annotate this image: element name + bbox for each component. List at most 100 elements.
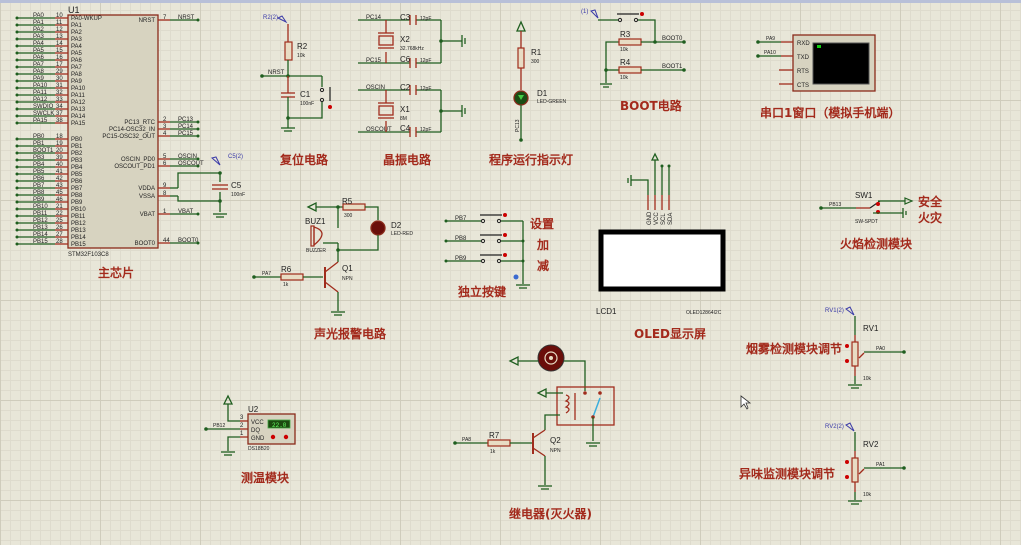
terminal-screen[interactable]	[812, 42, 870, 85]
r7-resistor[interactable]	[487, 439, 511, 447]
buzzer-icon[interactable]	[313, 226, 323, 247]
temp-down-button[interactable]	[270, 434, 276, 440]
net-oscin: OSCIN	[366, 85, 385, 91]
crystal-circuit[interactable]: PC14 PC15 OSCIN OSCOUT C3 12pF X2 32.768…	[358, 13, 466, 167]
key-label-minus: 减	[537, 258, 549, 273]
pin-number: 17	[56, 62, 63, 68]
push-button-pb9[interactable]: PB9	[444, 253, 525, 264]
temperature-sensor[interactable]: 22.0 VCC DQ GND 3 2 1 U2 DS18B20 PB12 测温…	[204, 394, 296, 485]
led-indicator-circuit[interactable]: R1 300 D1 LED-GREEN PC13 程序运行指示灯	[489, 20, 573, 167]
smoke-potentiometer[interactable]: RV1(2) RV1 10k PA0 烟雾检测模块调节	[746, 306, 906, 389]
pin-net-label: PA0	[33, 13, 45, 19]
uart-terminal[interactable]: PA9 PA10 RXD TXD RTS CTS 串口1窗口（模拟手机端）	[756, 34, 900, 120]
oled-screen[interactable]	[598, 229, 726, 292]
oled-display[interactable]: GND VCC SCL SDA LCD1 OLED12864I2C OLED显示…	[596, 152, 726, 341]
pin-net-label: OSCIN	[178, 154, 197, 160]
pin-name: PB5	[71, 172, 83, 178]
c1-ref: C1	[300, 90, 311, 99]
r1-resistor[interactable]	[517, 47, 525, 69]
rv2-body[interactable]	[851, 457, 859, 483]
r2-resistor[interactable]	[284, 41, 293, 61]
flame-net: PB13	[829, 202, 841, 208]
relay-body[interactable]	[556, 386, 615, 426]
rv1-body[interactable]	[851, 341, 859, 367]
u2-part: DS18B20	[248, 446, 270, 452]
pin-name: PA9	[71, 79, 83, 85]
pin-name: PA10	[71, 86, 86, 92]
relay-circuit[interactable]: PA8 R7 1k Q2 NPN 继电器(灭火器)	[453, 344, 615, 521]
odor-potentiometer[interactable]: RV2(2) RV2 10k PA1 异味监测模块调节	[739, 422, 906, 505]
pin-name: PB1	[71, 144, 83, 150]
pin-name: PA3	[71, 37, 83, 43]
temp-up-button[interactable]	[283, 434, 289, 440]
oled-pin-scl: SCL	[661, 213, 667, 225]
alarm-circuit[interactable]: R5 300 D2 LED-RED BUZ1 BUZZER R6 1k Q1 N…	[252, 197, 413, 341]
key-net: PB7	[455, 216, 467, 222]
r4-resistor[interactable]	[618, 66, 642, 74]
boot-caption: BOOT电路	[620, 98, 683, 113]
uart-tx-net: PA10	[764, 50, 776, 56]
r6-resistor[interactable]	[280, 273, 304, 281]
r3-resistor[interactable]	[618, 38, 642, 46]
boot-circuit[interactable]: (1) R3 10k R4 10k BOOT0 BOOT1 BOOT电路	[581, 9, 686, 113]
flame-sensor[interactable]: PB13 SW1 SW-SPDT 安全 火灾 火焰检测模块	[819, 191, 943, 251]
pin-number: 40	[56, 162, 63, 168]
x1-value: 8M	[400, 116, 407, 122]
led-red-icon[interactable]	[370, 220, 386, 236]
reset-circuit[interactable]: R2(2) R2 10k NRST C1 100nF 复位电路	[260, 15, 332, 167]
push-button-pb7[interactable]: PB7	[444, 213, 524, 224]
mcu-body[interactable]	[67, 14, 159, 249]
ds18b20-body[interactable]	[247, 413, 296, 445]
push-button-pb8[interactable]: PB8	[444, 233, 525, 244]
c5-decoupling[interactable]: C5 100nF C5(2)	[177, 154, 245, 218]
crystal-caption: 晶振电路	[383, 152, 432, 167]
key-label-plus: 加	[536, 237, 549, 252]
